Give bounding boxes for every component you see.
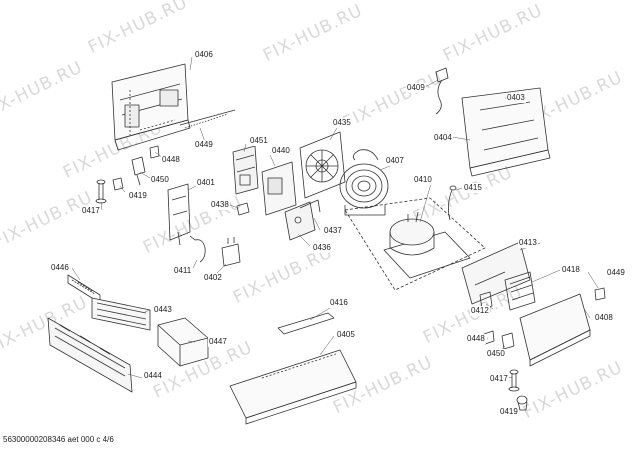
drip-tray-0408 xyxy=(519,293,591,367)
tube-0415 xyxy=(448,189,453,221)
part-label-0418: 0418 xyxy=(561,265,581,275)
sensor-0438 xyxy=(236,202,250,216)
part-label-0412: 0412 xyxy=(470,306,490,316)
part-label-0438: 0438 xyxy=(210,200,230,210)
condenser-fan-0435 xyxy=(299,131,346,199)
part-label-0449: 0449 xyxy=(194,140,214,150)
electronic-module-0440 xyxy=(261,161,297,216)
leveling-foot-0417-right xyxy=(508,369,520,392)
part-label-0451: 0451 xyxy=(249,136,269,146)
part-label-0409: 0409 xyxy=(406,83,426,93)
part-label-0437: 0437 xyxy=(323,226,343,236)
part-label-0405: 0405 xyxy=(336,330,356,340)
toe-kick-0444 xyxy=(47,317,133,393)
bracket-0419-left xyxy=(112,177,124,191)
part-label-0450: 0450 xyxy=(150,175,170,185)
part-label-0411: 0411 xyxy=(173,266,193,276)
part-label-0402: 0402 xyxy=(203,273,223,283)
control-module-0436 xyxy=(284,199,321,241)
air-duct-panel-0406 xyxy=(111,63,191,151)
relay-0402 xyxy=(221,237,241,267)
part-label-0419-right: 0419 xyxy=(499,407,519,417)
power-cord-0409 xyxy=(435,67,449,115)
part-label-0401: 0401 xyxy=(196,178,216,188)
compressor-area-outline xyxy=(344,197,486,291)
part-label-0417-right: 0417 xyxy=(489,374,509,384)
bracket-0419-right xyxy=(516,395,528,411)
part-label-0449-right: 0449 xyxy=(606,268,626,278)
part-label-0416: 0416 xyxy=(329,298,349,308)
valve-0412 xyxy=(479,291,493,310)
part-label-0448: 0448 xyxy=(161,155,181,165)
leader-lines xyxy=(71,56,599,412)
grille-0443 xyxy=(91,297,151,331)
condenser-coil-0407 xyxy=(339,149,389,216)
part-label-0403: 0403 xyxy=(506,93,526,103)
leveling-foot-0417-left xyxy=(95,179,107,204)
part-label-0446: 0446 xyxy=(50,263,70,273)
part-label-0435: 0435 xyxy=(332,118,352,128)
part-label-0443: 0443 xyxy=(153,305,173,315)
control-board-0451 xyxy=(232,145,259,195)
part-label-0406: 0406 xyxy=(194,50,214,60)
part-label-0404: 0404 xyxy=(433,133,453,143)
clip-0448-left xyxy=(149,145,160,159)
part-label-0410: 0410 xyxy=(413,175,433,185)
part-label-0448-right: 0448 xyxy=(466,334,486,344)
tube-end xyxy=(449,185,457,191)
floor-tray-0405 xyxy=(229,349,357,425)
part-label-0450-right: 0450 xyxy=(486,349,506,359)
part-label-0417: 0417 xyxy=(81,206,101,216)
lamp-0450-left xyxy=(131,156,146,186)
part-label-0415: 0415 xyxy=(463,183,483,193)
part-label-0447: 0447 xyxy=(208,337,228,347)
part-label-0440: 0440 xyxy=(271,146,291,156)
lamp-0450-right xyxy=(501,332,515,350)
cover-0447 xyxy=(157,317,209,367)
part-label-0408: 0408 xyxy=(594,313,614,323)
rear-cover-0403 xyxy=(461,87,551,177)
cable-0411 xyxy=(189,235,206,263)
part-label-0413: 0413 xyxy=(518,238,538,248)
part-label-0436: 0436 xyxy=(312,243,332,253)
diagram-footer-code: 56300000208346 aet 000 c 4/6 xyxy=(3,435,114,444)
clip-0449-right xyxy=(594,287,606,301)
compressor-0410 xyxy=(383,211,471,279)
filter-dryer-0418 xyxy=(504,271,536,311)
trim-strip-0416 xyxy=(277,312,335,335)
part-label-0444: 0444 xyxy=(143,371,163,381)
part-label-0419: 0419 xyxy=(128,191,148,201)
bracket-0401 xyxy=(167,183,191,246)
mounting-plate-0413 xyxy=(461,241,531,305)
part-label-0407: 0407 xyxy=(385,156,405,166)
wire-0449 xyxy=(179,109,236,126)
